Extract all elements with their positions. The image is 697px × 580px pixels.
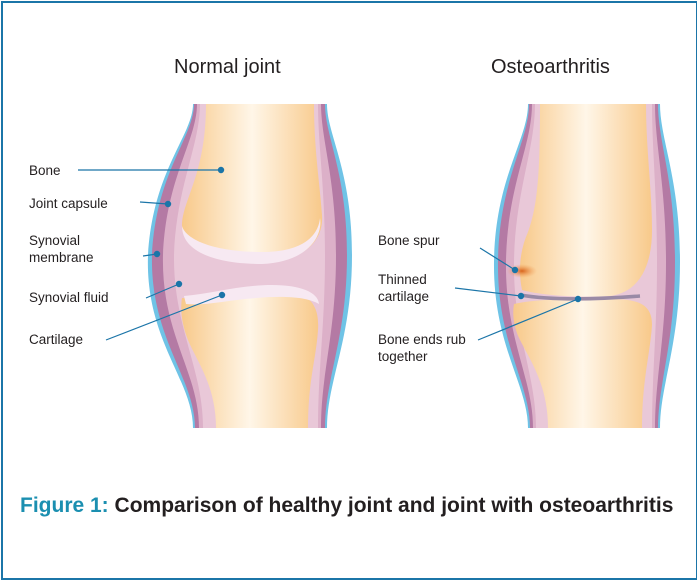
pointer-dot-synovial-fluid <box>176 281 181 286</box>
osteoarthritis-joint-illustration <box>494 104 680 428</box>
label-synovial-fluid: Synovial fluid <box>29 289 109 306</box>
pointer-dot-bone-spur <box>512 267 517 272</box>
pointer-dot-bone-ends <box>575 296 580 301</box>
pointer-dot-thinned-cartilage <box>518 293 523 298</box>
label-thinned-cartilage: Thinned cartilage <box>378 271 458 305</box>
label-synovial-membrane: Synovial membrane <box>29 232 137 266</box>
normal-joint-title: Normal joint <box>174 56 281 79</box>
label-bone: Bone <box>29 162 61 179</box>
figure-caption-text: Comparison of healthy joint and joint wi… <box>115 494 674 517</box>
pointer-dot-bone <box>218 167 223 172</box>
label-joint-capsule: Joint capsule <box>29 195 108 212</box>
oa-bone-spur <box>507 264 537 278</box>
osteoarthritis-title: Osteoarthritis <box>491 56 610 79</box>
pointer-dot-synovial-membrane <box>154 251 159 256</box>
label-cartilage: Cartilage <box>29 331 83 348</box>
label-bone-spur: Bone spur <box>378 232 440 249</box>
label-bone-ends-rub-together: Bone ends rub together <box>378 331 474 365</box>
figure-caption: Figure 1: Comparison of healthy joint an… <box>20 490 680 521</box>
normal-joint-illustration <box>148 104 352 428</box>
pointer-dot-cartilage <box>219 292 224 297</box>
figure-number: Figure 1: <box>20 494 109 517</box>
pointer-dot-joint-capsule <box>165 201 170 206</box>
